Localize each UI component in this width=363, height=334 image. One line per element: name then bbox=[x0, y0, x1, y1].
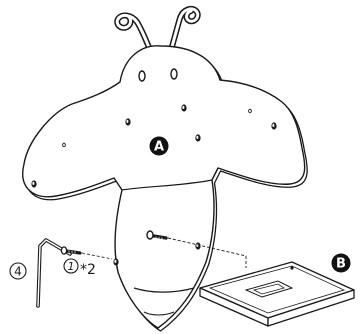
tray-screw-hole bbox=[290, 266, 294, 270]
body-stripe-top bbox=[121, 179, 213, 191]
loose-screw-head bbox=[60, 246, 68, 255]
right-eye bbox=[170, 68, 178, 80]
tray-inner-rim bbox=[208, 265, 346, 314]
hole bbox=[181, 104, 187, 112]
callout-b-label: B bbox=[336, 257, 346, 272]
hole bbox=[113, 258, 119, 266]
hole bbox=[195, 134, 201, 142]
callout-a-badge bbox=[149, 136, 169, 156]
callout-screw-number: 1 bbox=[68, 260, 75, 273]
screw-thread bbox=[152, 234, 168, 240]
screw-thread-detail bbox=[155, 236, 163, 240]
loose-screw-thread-detail bbox=[68, 250, 76, 254]
tray-front-right bbox=[267, 289, 355, 327]
right-antenna-inner bbox=[169, 7, 200, 52]
left-eye bbox=[138, 70, 146, 82]
loose-screw-guide bbox=[81, 252, 113, 260]
bee-eyes bbox=[138, 68, 178, 82]
hole bbox=[195, 242, 201, 250]
screw-in-panel bbox=[146, 230, 168, 240]
guide-line bbox=[167, 237, 247, 268]
bee-panel bbox=[22, 5, 308, 332]
small-hole bbox=[248, 108, 252, 114]
loose-screw-thread bbox=[64, 249, 82, 255]
left-antenna bbox=[114, 12, 153, 53]
panel-outline bbox=[22, 45, 306, 329]
hole bbox=[31, 180, 37, 188]
hole bbox=[125, 118, 131, 126]
callout-screw-circle bbox=[63, 258, 79, 274]
callout-key-number: 4 bbox=[14, 265, 22, 279]
left-antenna-inner bbox=[115, 13, 152, 52]
callout-key-circle bbox=[9, 262, 27, 280]
hole bbox=[271, 122, 277, 130]
tray-slot bbox=[244, 280, 294, 298]
callout-a-label: A bbox=[154, 140, 164, 155]
small-hole bbox=[62, 142, 66, 148]
callout-a: A bbox=[149, 136, 169, 156]
hex-key bbox=[36, 238, 72, 308]
hex-key-highlight bbox=[37, 239, 71, 307]
mounting-tray bbox=[199, 261, 355, 327]
body-tip-stripe bbox=[143, 311, 175, 316]
right-antenna bbox=[168, 5, 201, 53]
loose-screw bbox=[60, 246, 113, 260]
tray-slot-inner bbox=[252, 283, 285, 295]
screw-head bbox=[146, 230, 154, 240]
body-stripe-bottom bbox=[133, 287, 195, 293]
callout-key: 4 bbox=[9, 262, 27, 280]
callout-screw-quantity: *2 bbox=[80, 262, 96, 278]
callout-b-badge bbox=[331, 253, 351, 273]
callout-b: B bbox=[331, 253, 351, 273]
callout-screw: 1 *2 bbox=[63, 258, 96, 278]
panel-holes bbox=[31, 104, 277, 266]
